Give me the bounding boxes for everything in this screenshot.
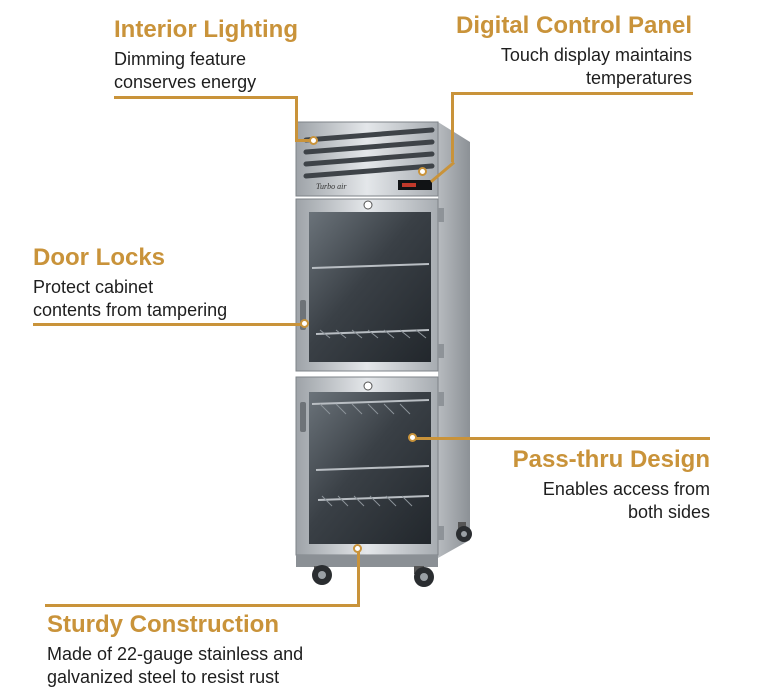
- interior-lighting-leader-v: [295, 96, 298, 141]
- cabinet-side-panel: [438, 122, 470, 558]
- callout-pass-thru-design: Pass-thru Design Enables access from bot…: [513, 446, 710, 524]
- callout-title: Digital Control Panel: [455, 12, 692, 39]
- callout-sturdy-construction: Sturdy Construction Made of 22-gauge sta…: [47, 611, 303, 689]
- control-panel-leader-h: [453, 92, 693, 95]
- callout-interior-lighting: Interior Lighting Dimming feature conser…: [114, 16, 298, 94]
- casters: [312, 522, 472, 587]
- cabinet-base: [296, 555, 438, 567]
- sturdy-leader-h: [45, 604, 360, 607]
- callout-door-locks: Door Locks Protect cabinet contents from…: [33, 244, 227, 322]
- control-panel-marker: [418, 167, 427, 176]
- control-panel-leader-v: [451, 92, 454, 162]
- interior-lighting-leader-h: [114, 96, 297, 99]
- interior-lighting-marker: [309, 136, 318, 145]
- door-locks-leader-h: [33, 323, 305, 326]
- callout-title: Sturdy Construction: [47, 611, 279, 638]
- callout-title: Door Locks: [33, 244, 166, 271]
- callout-description: Dimming feature conserves energy: [114, 49, 257, 92]
- callout-description: Protect cabinet contents from tampering: [33, 277, 228, 320]
- lower-shelves: [311, 399, 430, 501]
- door-locks-marker: [300, 319, 309, 328]
- sturdy-leader-v: [357, 550, 360, 607]
- pass-thru-leader-h: [412, 437, 710, 440]
- lower-door-handle: [300, 402, 306, 432]
- louver-slats: [303, 127, 435, 179]
- callout-description: Touch display maintains temperatures: [500, 45, 692, 88]
- lower-shelf-wire: [319, 403, 413, 507]
- upper-shelves: [311, 263, 430, 335]
- callout-description: Made of 22-gauge stainless and galvanize…: [47, 644, 304, 687]
- callout-title: Pass-thru Design: [512, 446, 710, 473]
- interior-lighting-leader-end: [295, 139, 313, 142]
- pass-thru-marker: [408, 433, 417, 442]
- callout-digital-control-panel: Digital Control Panel Touch display main…: [456, 12, 692, 90]
- brand-logo: Turbo air: [316, 182, 347, 191]
- upper-door-glass: [309, 212, 431, 362]
- callout-description: Enables access from both sides: [542, 479, 710, 522]
- upper-door-lock: [363, 200, 373, 210]
- upper-shelf-wire: [319, 329, 427, 339]
- lower-door-lock: [363, 381, 373, 391]
- sturdy-marker: [353, 544, 362, 553]
- callout-title: Interior Lighting: [114, 16, 298, 43]
